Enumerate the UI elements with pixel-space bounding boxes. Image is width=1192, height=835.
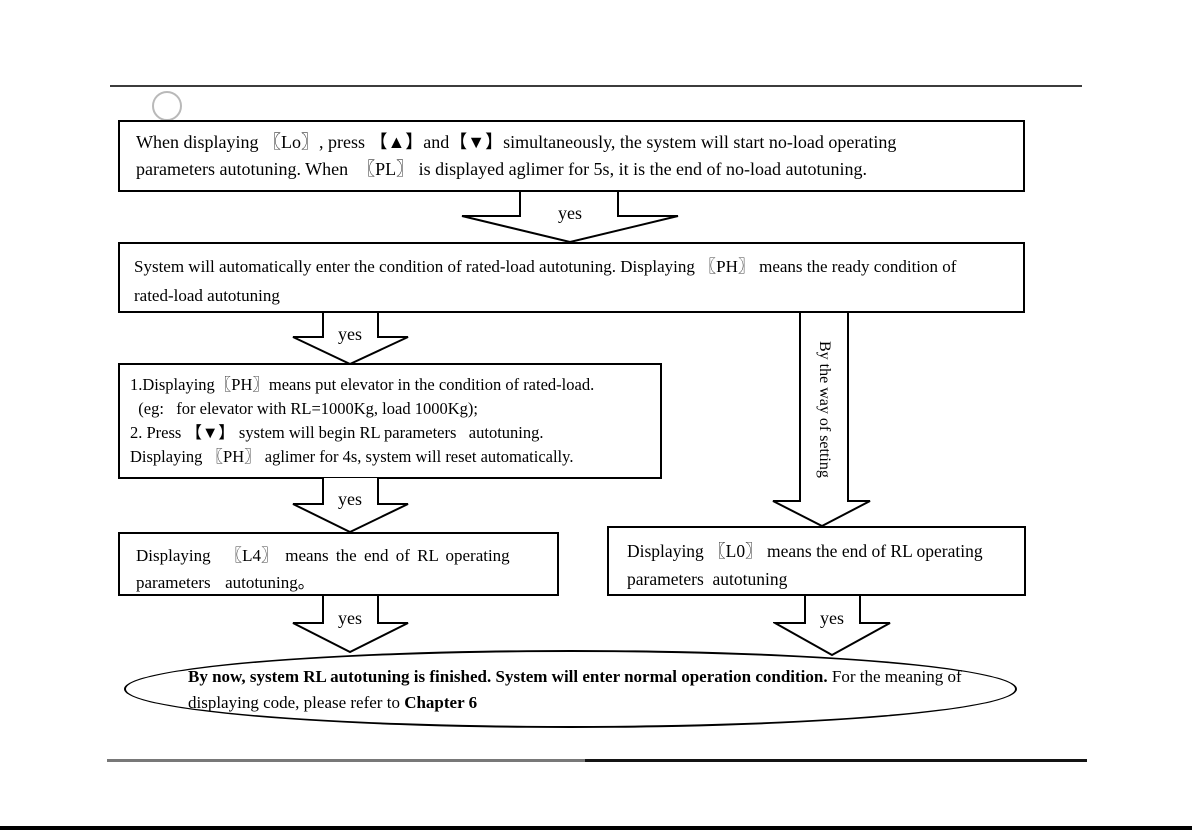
terminal-chapter-ref: Chapter 6 xyxy=(404,693,478,712)
step-text-line: Displaying 〖L0〗 means the end of RL oper… xyxy=(627,541,983,561)
terminal-text-bold: By now, system RL autotuning is finished… xyxy=(188,667,828,686)
side-arrow-label: By the way of setting xyxy=(816,340,833,478)
arrow-label-yes: yes xyxy=(820,608,844,628)
step-text-line: When displaying 〖Lo〗, press 【▲】and【▼】sim… xyxy=(136,132,897,152)
terminal-text-normal: For the meaning of displaying code, plea… xyxy=(188,667,962,712)
arrow-label-yes: yes xyxy=(558,203,582,223)
footer-rule-left xyxy=(107,759,585,762)
step-text-line: parameters autotuning xyxy=(627,569,788,589)
flow-step-rated-load-ready: System will automatically enter the cond… xyxy=(118,242,1025,313)
terminal-text: By now, system RL autotuning is finished… xyxy=(188,664,988,716)
step-text-line: 1.Displaying〖PH〗means put elevator in th… xyxy=(130,375,595,394)
down-arrow-icon xyxy=(773,596,891,657)
step-text-line: Displaying 〖L4〗 means the end of RL oper… xyxy=(136,546,510,565)
step-text-line: parameters autotuning. When 〖PL〗 is disp… xyxy=(136,159,868,179)
page-marker-circle-icon xyxy=(152,91,182,121)
arrow-label-yes: yes xyxy=(338,489,362,509)
flow-step-end-l0: Displaying 〖L0〗 means the end of RL oper… xyxy=(607,526,1026,596)
flow-step-no-load-autotuning: When displaying 〖Lo〗, press 【▲】and【▼】sim… xyxy=(118,120,1025,192)
step-text-line: rated-load autotuning xyxy=(134,286,280,305)
header-rule xyxy=(110,85,1082,87)
step-text-line: Displaying 〖PH〗 aglimer for 4s, system w… xyxy=(130,447,574,466)
arrow-label-yes: yes xyxy=(338,608,362,628)
footer-rule-right xyxy=(585,759,1087,762)
arrow-label-yes: yes xyxy=(338,324,362,344)
step-text-line: System will automatically enter the cond… xyxy=(134,257,957,276)
step-text-line: 2. Press 【▼】 system will begin RL parame… xyxy=(130,423,544,442)
flow-step-rated-load-procedure: 1.Displaying〖PH〗means put elevator in th… xyxy=(118,363,662,479)
down-arrow-icon xyxy=(292,596,409,654)
page-bottom-rule xyxy=(0,826,1192,830)
step-text-line: parameters autotuning。 xyxy=(136,573,315,592)
flow-step-end-l4: Displaying 〖L4〗 means the end of RL oper… xyxy=(118,532,559,596)
step-text-line: (eg: for elevator with RL=1000Kg, load 1… xyxy=(130,399,478,418)
flow-terminal-finished: By now, system RL autotuning is finished… xyxy=(124,650,1017,728)
